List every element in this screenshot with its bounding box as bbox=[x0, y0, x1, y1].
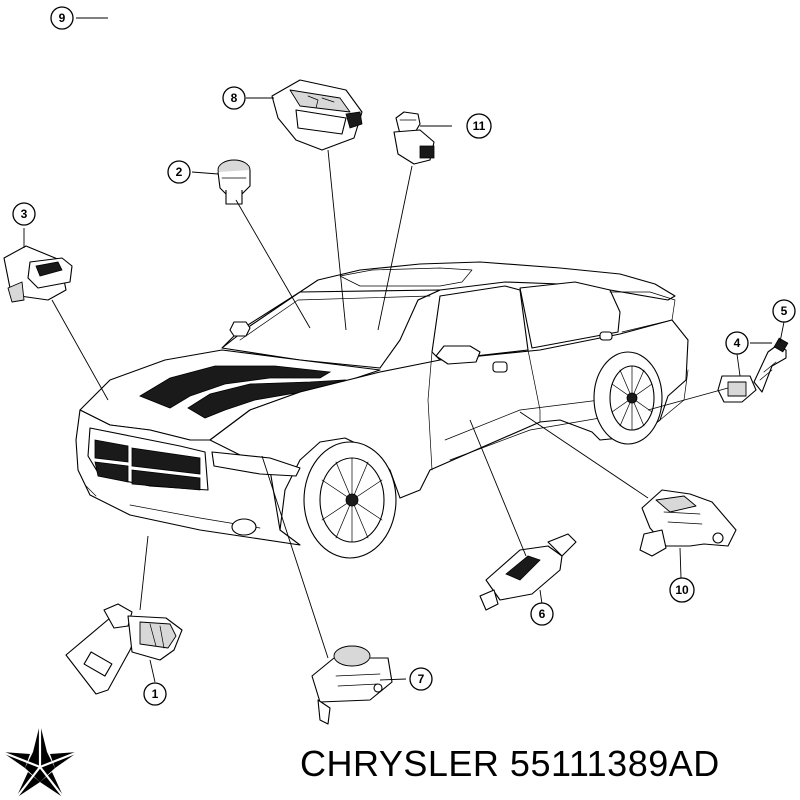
svg-text:10: 10 bbox=[675, 583, 689, 597]
svg-text:7: 7 bbox=[418, 672, 425, 686]
part-5-valve-stem bbox=[753, 337, 789, 393]
pentastar-icon bbox=[1, 724, 79, 799]
part-2-sensor bbox=[217, 159, 251, 205]
part-8-module bbox=[271, 79, 363, 151]
svg-text:6: 6 bbox=[539, 607, 546, 621]
callout-2: 2 bbox=[167, 160, 191, 184]
part-6-switch bbox=[479, 533, 577, 611]
callout-1: 1 bbox=[143, 682, 167, 706]
callout-3: 3 bbox=[12, 202, 36, 226]
svg-text:4: 4 bbox=[734, 336, 741, 350]
callout-11: 11 bbox=[466, 113, 492, 139]
svg-text:11: 11 bbox=[473, 119, 486, 133]
svg-text:8: 8 bbox=[231, 91, 238, 105]
callout-5: 5 bbox=[772, 299, 796, 323]
callout-9: 9 bbox=[50, 6, 74, 30]
part-3-module bbox=[3, 245, 73, 303]
svg-text:2: 2 bbox=[176, 165, 183, 179]
svg-text:3: 3 bbox=[21, 207, 28, 221]
part-7-sensor bbox=[311, 645, 393, 725]
part-number: 55111389AD bbox=[509, 743, 720, 784]
callout-8: 8 bbox=[222, 86, 246, 110]
brand-name: CHRYSLER bbox=[300, 743, 500, 784]
part-1-sensor bbox=[65, 603, 183, 695]
car-illustration bbox=[75, 261, 689, 559]
svg-text:5: 5 bbox=[781, 304, 788, 318]
callout-4: 4 bbox=[725, 331, 749, 355]
part-11-sensor bbox=[393, 111, 435, 165]
leader-lines bbox=[23, 17, 785, 683]
callout-7: 7 bbox=[409, 667, 433, 691]
part-10-sensor bbox=[639, 489, 737, 557]
callout-6: 6 bbox=[530, 602, 554, 626]
svg-text:9: 9 bbox=[59, 11, 66, 25]
svg-text:1: 1 bbox=[152, 687, 159, 701]
callout-10: 10 bbox=[669, 577, 695, 603]
part-caption: CHRYSLER 55111389AD bbox=[300, 736, 800, 792]
part-4-sensor bbox=[717, 375, 757, 403]
